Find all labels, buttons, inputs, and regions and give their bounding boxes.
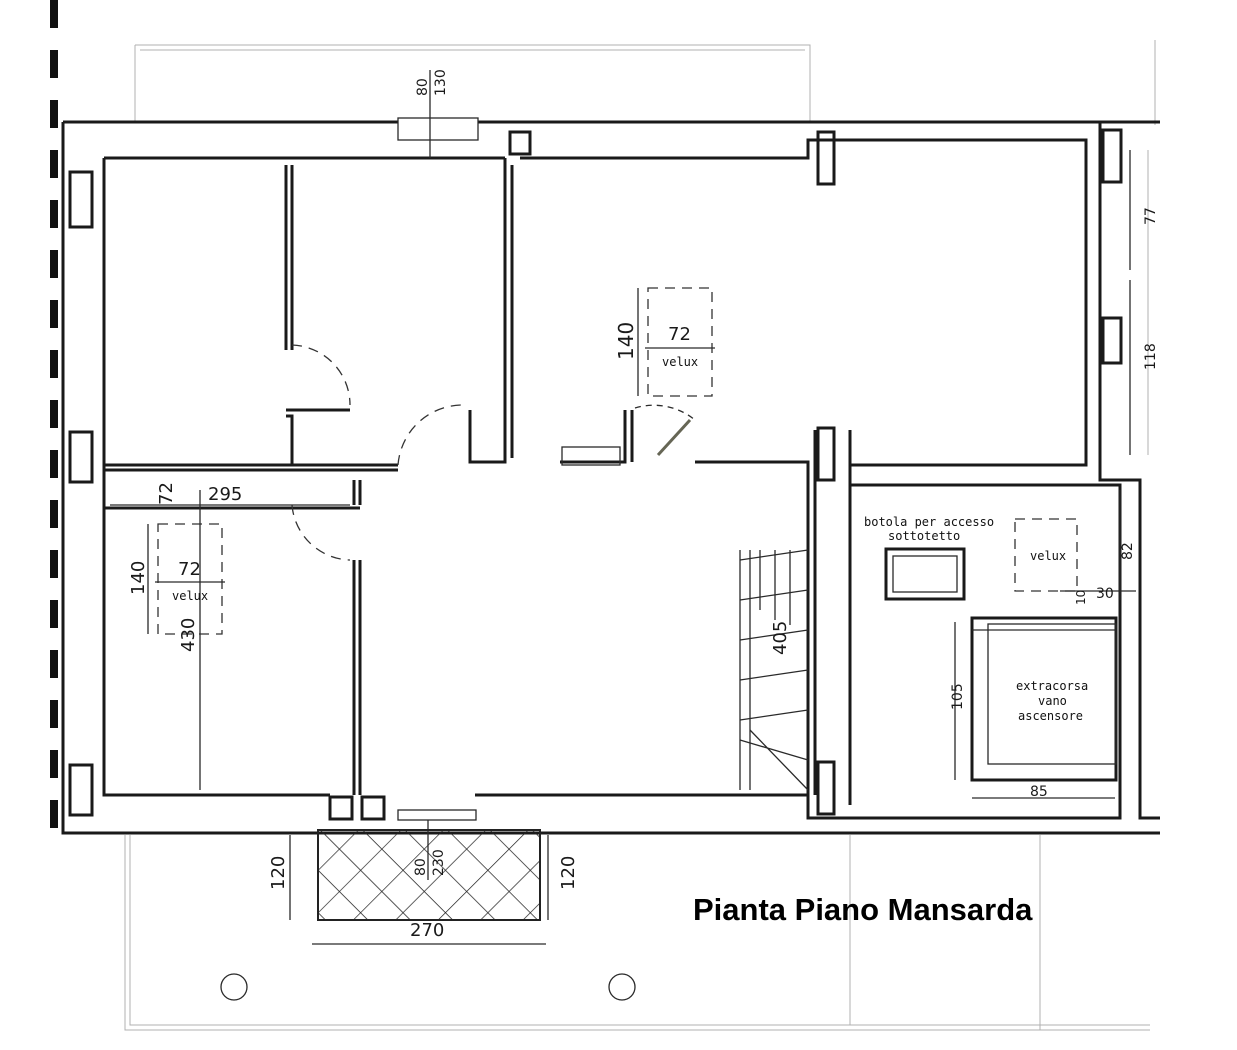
velux-right-label: velux [1030, 549, 1066, 563]
dim-stair-405: 405 [770, 621, 791, 655]
staircase [739, 549, 809, 791]
door-swings [291, 344, 696, 561]
roof-outline [124, 40, 1156, 1031]
dim-lift-105: 105 [950, 683, 966, 710]
dim-right-10: 10 [1074, 590, 1088, 605]
velux-top [637, 287, 715, 397]
dim-velux-left-140: 140 [128, 561, 149, 595]
downspouts [220, 973, 636, 1001]
hatch-label-line2: sottotetto [888, 529, 960, 543]
elevator-shaft [970, 616, 1118, 782]
dim-velux-top-72: 72 [668, 324, 691, 345]
interior-walls [104, 158, 852, 805]
dim-balcony-120-right: 120 [558, 856, 579, 890]
dim-right-118: 118 [1143, 343, 1159, 370]
dim-right-77: 77 [1143, 207, 1159, 225]
lift-label-line1: extracorsa [1016, 679, 1088, 693]
dim-velux-left-72: 72 [178, 559, 201, 580]
dim-left-430: 430 [178, 618, 199, 652]
dimension-labels: 80 130 140 72 77 118 72 295 140 72 430 4… [128, 69, 1159, 941]
lift-label-line2: vano [1038, 694, 1067, 708]
lift-label-line3: ascensore [1018, 709, 1083, 723]
dim-balcony-270: 270 [410, 920, 444, 941]
outer-walls [61, 120, 1160, 835]
dim-left-295: 295 [208, 484, 242, 505]
velux-top-label: velux [662, 355, 698, 369]
balcony [317, 829, 541, 921]
plan-title: Pianta Piano Mansarda [693, 892, 1033, 927]
dim-velux-top-140: 140 [614, 322, 638, 360]
dim-balcony-120-left: 120 [268, 856, 289, 890]
dim-top-window-80: 80 [415, 78, 431, 96]
roof-hatch [884, 547, 966, 601]
velux-left [147, 523, 225, 635]
dim-right-30: 30 [1096, 586, 1114, 602]
room-labels: velux velux velux botola per accesso sot… [172, 355, 1088, 723]
dimension-lines [110, 70, 1149, 945]
dim-top-window-130: 130 [433, 69, 449, 96]
dim-left-72: 72 [156, 482, 177, 505]
dim-balcony-230: 230 [431, 849, 447, 876]
hatch-label-line1: botola per accesso [864, 515, 994, 529]
dim-right-82: 82 [1120, 542, 1136, 560]
dim-lift-85: 85 [1030, 784, 1048, 800]
velux-left-label: velux [172, 589, 208, 603]
window-jambs [68, 117, 1123, 821]
dim-balcony-80: 80 [413, 858, 429, 876]
